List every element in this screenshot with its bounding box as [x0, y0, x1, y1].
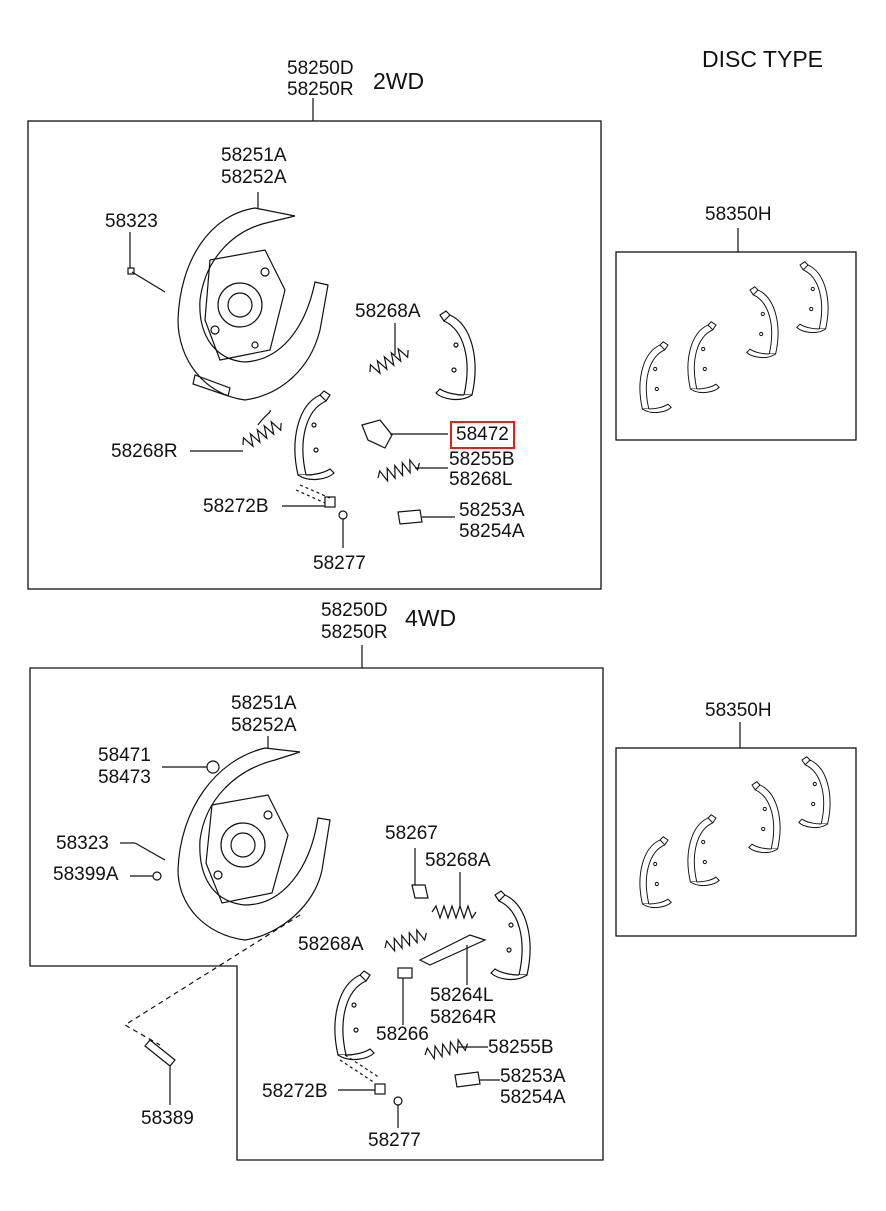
shoe-kit-bottom [615, 722, 857, 937]
label-4wd-adjuster-a[interactable]: 58253A [500, 1066, 566, 1087]
frame-4wd [29, 667, 604, 1161]
label-2wd-spring-l[interactable]: 58268L [449, 469, 513, 490]
label-4wd-clip[interactable]: 58267 [385, 823, 438, 844]
brake-shoe-left-2wd [294, 390, 335, 481]
label-shoe-kit-bottom[interactable]: 58350H [705, 700, 772, 721]
label-4wd-part-b[interactable]: 58250R [321, 622, 388, 643]
label-2wd-pin[interactable]: 58277 [313, 553, 366, 574]
label-4wd-mount-bolt[interactable]: 58389 [141, 1108, 194, 1129]
label-2wd-spring-b[interactable]: 58255B [449, 449, 515, 470]
backing-plate-4wd [177, 747, 331, 941]
lever-4wd [418, 934, 487, 966]
label-2wd-adjuster-a[interactable]: 58253A [459, 500, 525, 521]
label-2wd-part-a[interactable]: 58250D [287, 58, 354, 79]
label-4wd-part-a[interactable]: 58250D [321, 600, 388, 621]
label-2wd-spring-a[interactable]: 58268A [355, 301, 421, 322]
nut-4wd [206, 760, 220, 774]
label-2wd-adjuster-b[interactable]: 58254A [459, 521, 525, 542]
brake-shoe-left-4wd [334, 970, 375, 1061]
label-2wd-part-b[interactable]: 58250R [287, 79, 354, 100]
lever-2wd [361, 419, 393, 449]
diagram-title: DISC TYPE [702, 46, 823, 72]
label-4wd-washer[interactable]: 58399A [53, 864, 119, 885]
label-2wd-plate-a[interactable]: 58251A [221, 145, 287, 166]
label-2wd-lever-highlighted[interactable]: 58472 [450, 421, 515, 449]
label-4wd-adjuster-b[interactable]: 58254A [500, 1087, 566, 1108]
label-2wd-plate-b[interactable]: 58252A [221, 167, 287, 188]
label-4wd-nut-b[interactable]: 58473 [98, 767, 151, 788]
label-2wd-drive: 2WD [373, 68, 425, 94]
shoe-kit-top [615, 228, 857, 441]
section-2wd [27, 98, 602, 590]
label-2wd-spring-r[interactable]: 58268R [111, 441, 178, 462]
label-4wd-strut[interactable]: 58266 [376, 1024, 429, 1045]
label-2wd-bolt[interactable]: 58323 [105, 211, 158, 232]
brake-shoe-right-4wd [490, 890, 531, 981]
label-4wd-lever-l[interactable]: 58264L [430, 985, 494, 1006]
label-4wd-lever-r[interactable]: 58264R [430, 1007, 497, 1028]
label-4wd-spring-a-top[interactable]: 58268A [425, 850, 491, 871]
label-4wd-drive: 4WD [405, 605, 457, 631]
label-shoe-kit-top[interactable]: 58350H [705, 204, 772, 225]
brake-shoe-right-2wd [435, 310, 476, 401]
label-4wd-cable-b[interactable]: 58272B [262, 1081, 328, 1102]
label-4wd-pin[interactable]: 58277 [368, 1130, 421, 1151]
section-4wd [29, 645, 604, 1161]
label-4wd-spring-a-left[interactable]: 58268A [298, 934, 364, 955]
label-2wd-cable-b[interactable]: 58272B [203, 496, 269, 517]
mount-bolt-4wd [144, 1039, 176, 1067]
backing-plate-2wd [177, 207, 329, 401]
frame-2wd [27, 120, 602, 590]
label-4wd-nut-a[interactable]: 58471 [98, 745, 151, 766]
label-4wd-bolt[interactable]: 58323 [56, 833, 109, 854]
label-4wd-spring-b[interactable]: 58255B [488, 1037, 554, 1058]
label-4wd-plate-a[interactable]: 58251A [231, 693, 297, 714]
label-4wd-plate-b[interactable]: 58252A [231, 715, 297, 736]
